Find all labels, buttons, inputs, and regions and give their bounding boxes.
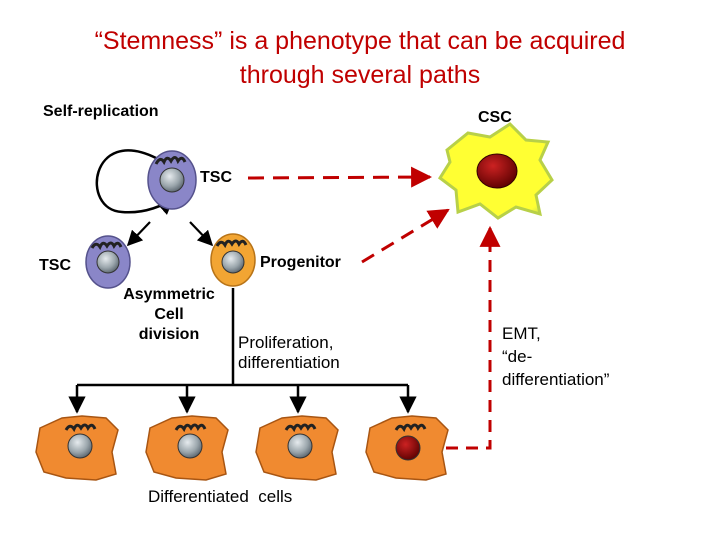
emt-label: EMT, “de- differentiation” — [502, 324, 610, 389]
self-replication-label: Self-replication — [43, 103, 159, 120]
differentiated-cell-3 — [255, 415, 339, 481]
differentiation-tree — [68, 288, 417, 414]
differentiated-cells-label: Differentiated cells — [148, 487, 293, 506]
title-line-1: “Stemness” is a phenotype that can be ac… — [94, 27, 626, 55]
differentiated-cell-2 — [145, 415, 229, 481]
progenitor-to-csc-dashed-arrow — [361, 208, 450, 264]
slide-title: “Stemness” is a phenotype that can be ac… — [20, 24, 700, 92]
csc-label: CSC — [478, 109, 512, 126]
arrow-to-progenitor — [189, 221, 214, 247]
tsc-top-cell — [147, 150, 197, 210]
arrow-to-tsc-left — [126, 221, 151, 247]
tsc-to-csc-dashed-arrow — [247, 166, 433, 188]
asymmetric-division-label: Asymmetric Cell division — [123, 286, 215, 343]
progenitor-cell — [210, 233, 256, 287]
proliferation-label: Proliferation, differentiation — [238, 333, 340, 372]
tsc-left-cell — [85, 235, 131, 289]
csc-cell — [437, 122, 554, 220]
tsc-top-label: TSC — [200, 169, 232, 186]
progenitor-label: Progenitor — [260, 254, 341, 271]
dedifferentiation-dashed-arrow — [446, 225, 501, 450]
self-replication-loop-arrow — [95, 149, 175, 215]
differentiated-cell-4-dedifferentiating — [365, 415, 449, 481]
tsc-left-label: TSC — [39, 257, 71, 274]
title-line-2: through several paths — [239, 61, 481, 89]
differentiated-cell-1 — [35, 415, 119, 481]
